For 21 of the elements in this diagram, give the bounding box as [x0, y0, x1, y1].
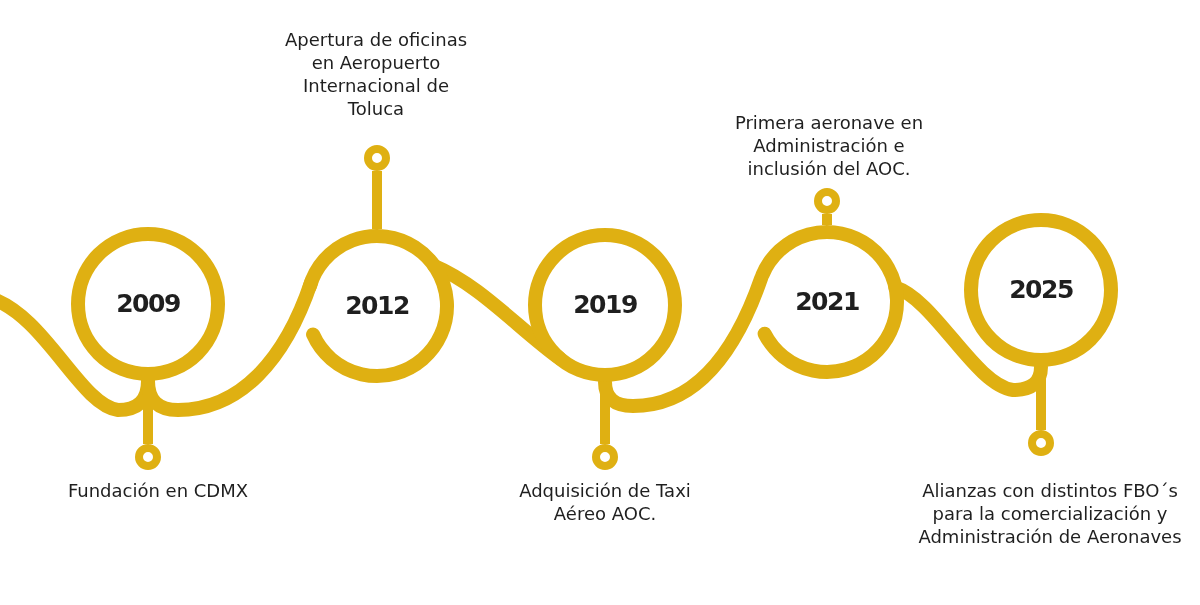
ring-icon	[1028, 430, 1054, 456]
year-label: 2021	[795, 288, 859, 316]
stem-line	[822, 214, 832, 225]
event-description: Fundación en CDMX	[66, 479, 250, 502]
year-label: 2025	[1009, 276, 1073, 304]
event-description: Primera aeronave en Administración e inclusión del AOC.	[733, 111, 925, 180]
year-circle	[71, 227, 225, 381]
ring-icon	[814, 188, 840, 214]
event-description: Alianzas con distintos FBO´s para la comercialización y Administración de Aeronaves	[917, 479, 1183, 548]
event-description: Apertura de oficinas en Aeropuerto Internacional de Toluca	[283, 28, 469, 120]
ring-icon	[592, 444, 618, 470]
year-label: 2012	[345, 292, 409, 320]
ring-icon	[135, 444, 161, 470]
year-circle	[528, 228, 682, 382]
year-label: 2019	[573, 291, 637, 319]
year-label: 2009	[116, 290, 180, 318]
event-description: Adquisición de Taxi Aéreo AOC.	[518, 479, 692, 525]
wave-line	[598, 271, 769, 413]
year-circle	[964, 213, 1118, 367]
stem-line	[372, 171, 382, 229]
ring-icon	[364, 145, 390, 171]
